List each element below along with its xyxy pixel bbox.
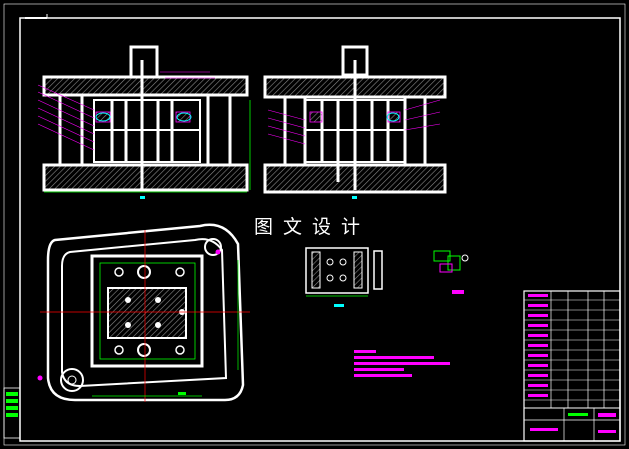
detail-view-insert [305, 247, 383, 307]
detail-view-part [433, 250, 469, 294]
sheet-border [3, 3, 626, 446]
mold-section-view-front [37, 45, 251, 199]
mold-section-view-side [263, 45, 447, 199]
watermark-text: 图文设计 [254, 216, 371, 238]
margin-strip [3, 387, 21, 439]
technical-notes [354, 350, 450, 377]
title-block [523, 290, 621, 442]
mold-plan-view [37, 223, 250, 402]
